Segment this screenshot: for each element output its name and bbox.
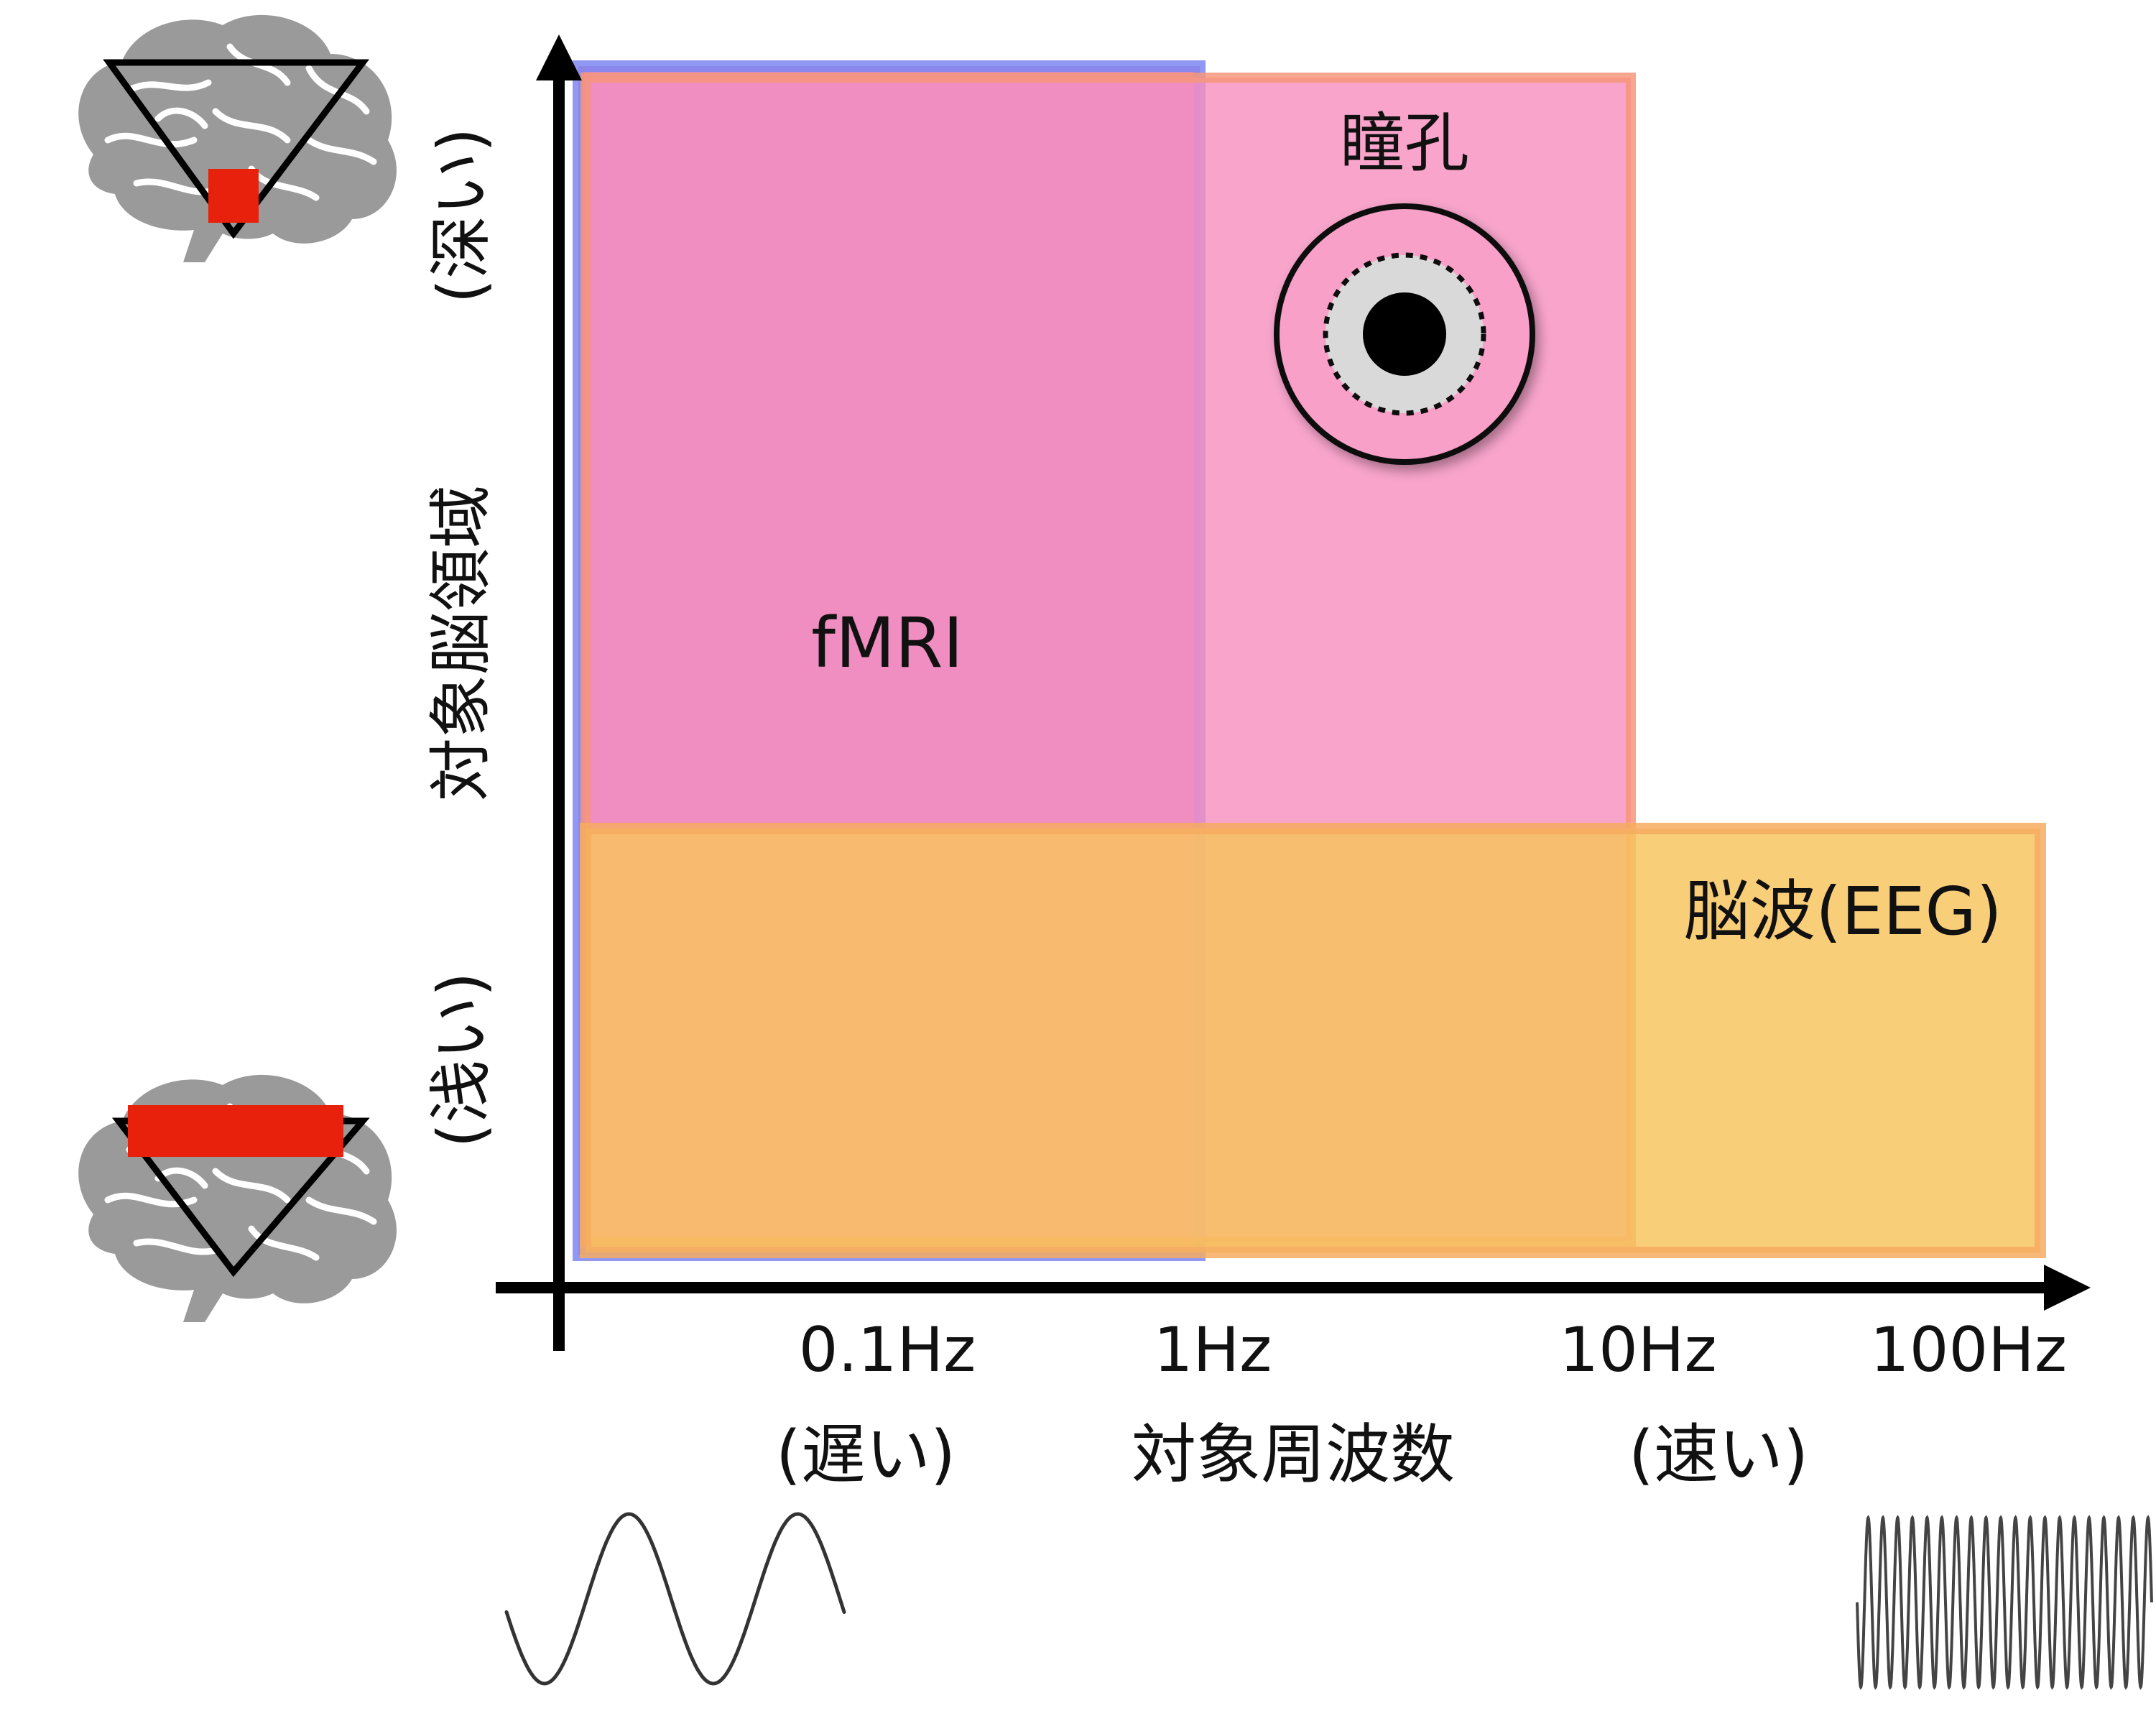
x-axis-title: 対象周波数	[1132, 1417, 1455, 1492]
eeg-region	[580, 823, 2046, 1258]
fast-sine-wave-icon	[1856, 1515, 2153, 1690]
brain-deep-region-icon	[78, 14, 397, 262]
x-tick-label: 1Hz	[1154, 1314, 1272, 1386]
y-axis-deep-label: (深い)	[424, 128, 498, 304]
y-axis	[536, 34, 582, 1351]
slow-sine-wave-icon	[504, 1512, 846, 1686]
x-tick-label: 10Hz	[1559, 1314, 1716, 1386]
x-axis	[496, 1265, 2091, 1311]
x-axis-slow-label: (遅い)	[776, 1417, 956, 1492]
fmri-label: fMRI	[811, 603, 963, 683]
eye-pupil-icon	[1274, 203, 1535, 465]
x-axis-fast-label: (速い)	[1629, 1417, 1808, 1492]
y-axis-shallow-label: (浅い)	[424, 972, 498, 1148]
pupil-label: 瞳孔	[1340, 106, 1469, 181]
eeg-label: 脳波(EEG)	[1683, 873, 2002, 950]
brain-shallow-region-icon	[78, 1074, 397, 1322]
x-tick-label: 100Hz	[1870, 1314, 2067, 1386]
y-axis-title: 対象脳領域	[424, 485, 498, 801]
x-tick-label: 0.1Hz	[799, 1314, 976, 1386]
